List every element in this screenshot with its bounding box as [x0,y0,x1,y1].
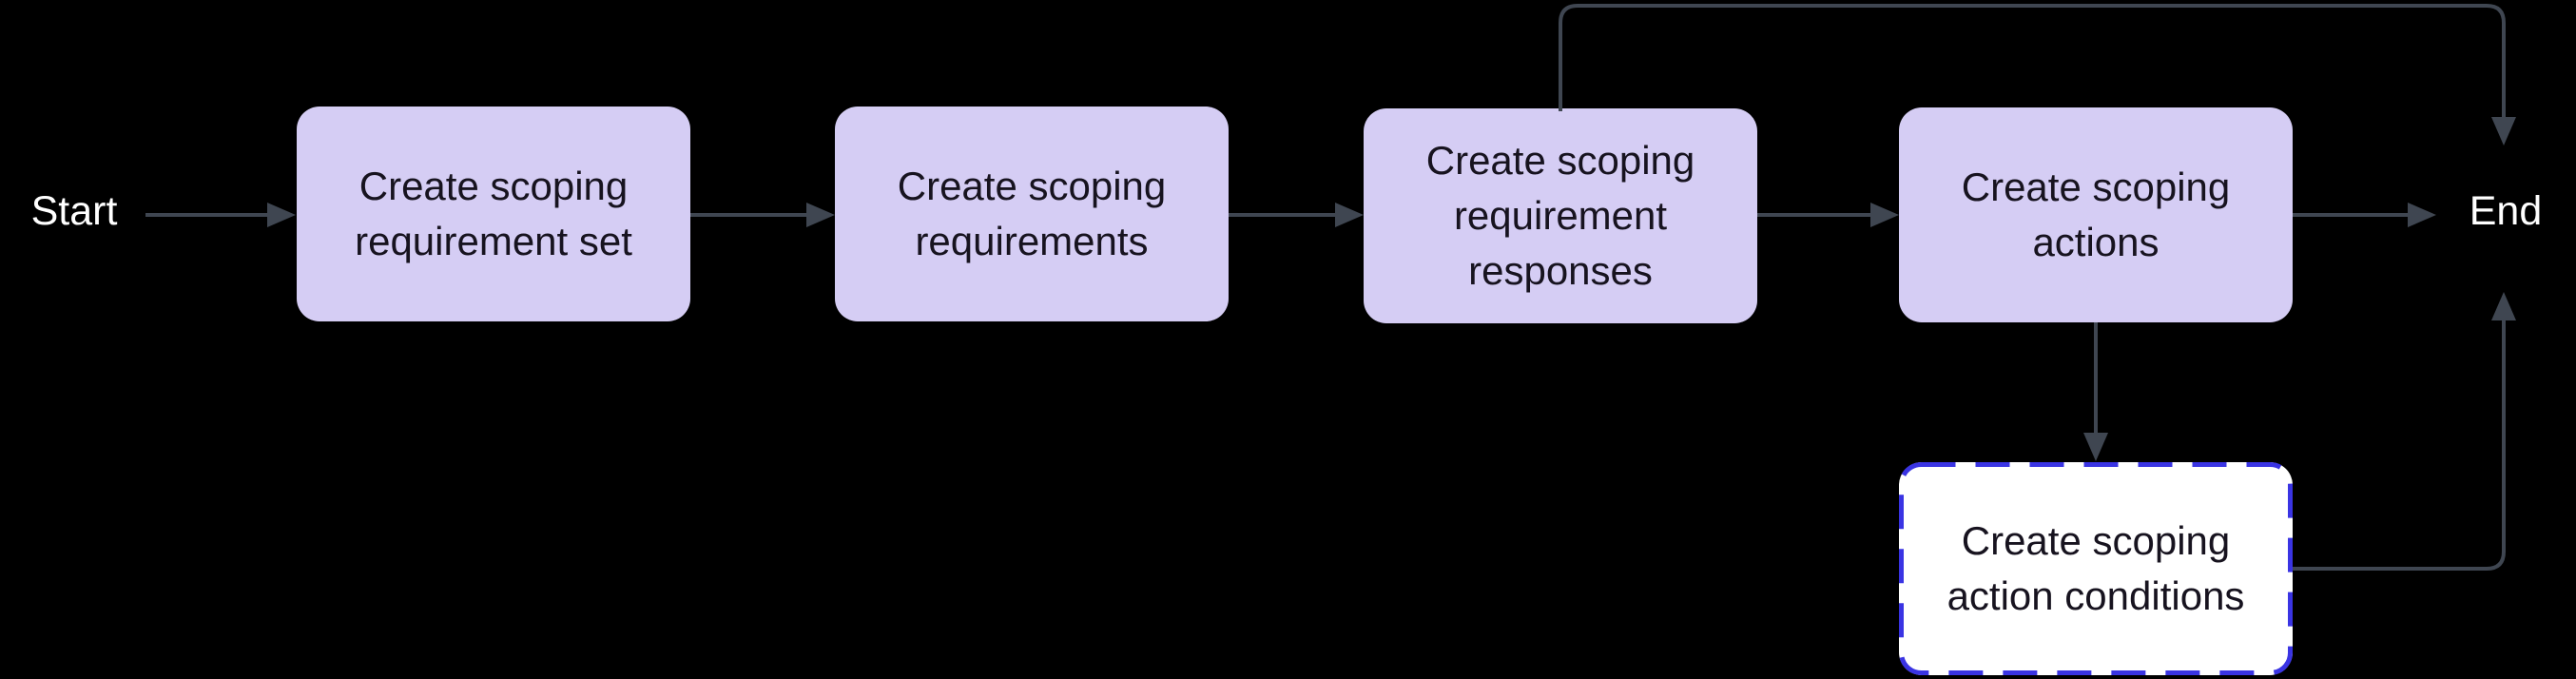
end-label[interactable]: End [2469,188,2543,234]
edge-requirement-responses-to-end-top-route [1559,4,2516,146]
node-create-scoping-action-conditions[interactable]: Create scoping action conditions [1899,462,2293,675]
node-create-scoping-actions[interactable]: Create scoping actions [1899,107,2293,322]
node-label: Create scoping requirement set [355,164,632,263]
node-create-scoping-requirements[interactable]: Create scoping requirements [835,107,1229,321]
node-label: Create scoping requirement responses [1425,138,1695,293]
start-label[interactable]: Start [30,188,118,234]
node-label: Create scoping requirements [897,164,1167,263]
node-create-scoping-requirement-responses[interactable]: Create scoping requirement responses [1364,108,1757,323]
node-create-scoping-requirement-set[interactable]: Create scoping requirement set [297,107,690,321]
node-label: Create scoping action conditions [1947,518,2245,618]
edge-action-conditions-to-end [2293,292,2516,571]
node-label: Create scoping actions [1961,165,2231,264]
